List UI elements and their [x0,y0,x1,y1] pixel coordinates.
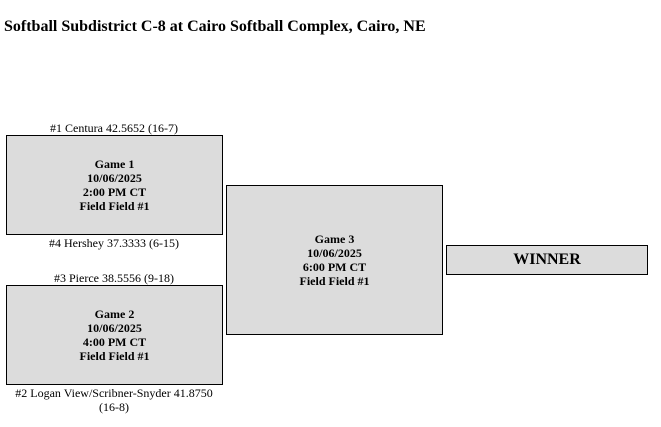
game-field: Field Field #1 [79,199,150,213]
game-name: Game 1 [94,157,135,171]
game-name: Game 2 [94,307,135,321]
game-time: 2:00 PM CT [82,185,147,199]
game-1-box[interactable]: Game 1 10/06/2025 2:00 PM CT Field Field… [6,135,223,235]
game-field: Field Field #1 [79,349,150,363]
team-seed-4: #4 Hershey 37.3333 (6-15) [49,236,179,250]
team-seed-2: #2 Logan View/Scribner-Snyder 41.8750 (1… [15,386,213,414]
game-date: 10/06/2025 [87,321,142,335]
game-2-box[interactable]: Game 2 10/06/2025 4:00 PM CT Field Field… [6,285,223,385]
game-date: 10/06/2025 [307,246,362,260]
game-time: 6:00 PM CT [302,260,367,274]
team-seed-1: #1 Centura 42.5652 (16-7) [50,121,178,135]
game-date: 10/06/2025 [87,171,142,185]
game-3-box[interactable]: Game 3 10/06/2025 6:00 PM CT Field Field… [226,185,443,335]
game-time: 4:00 PM CT [82,335,147,349]
game-name: Game 3 [314,232,355,246]
winner-box: WINNER [446,245,648,275]
team-seed-3: #3 Pierce 38.5556 (9-18) [54,271,174,285]
game-field: Field Field #1 [299,274,370,288]
page-title: Softball Subdistrict C-8 at Cairo Softba… [4,18,426,35]
